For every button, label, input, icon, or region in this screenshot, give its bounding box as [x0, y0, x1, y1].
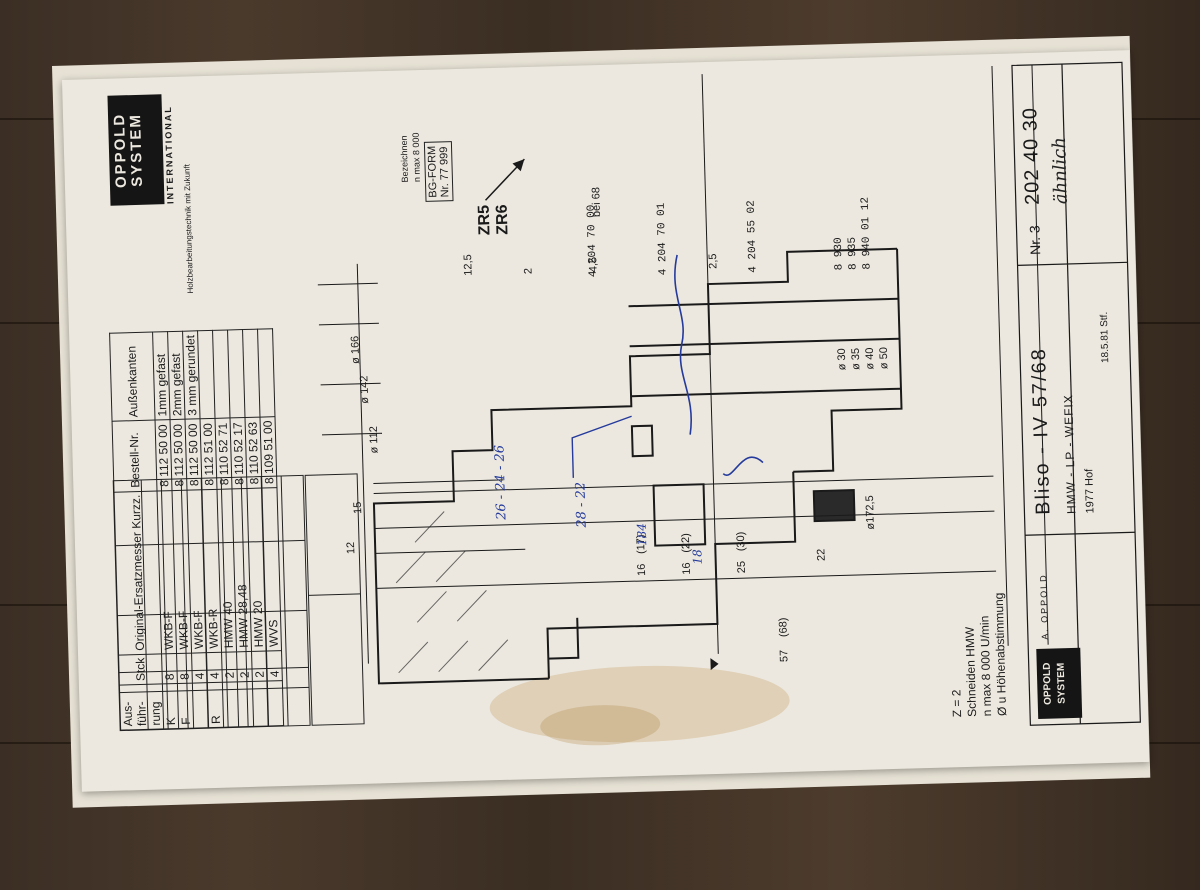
dim-22b: 22 — [815, 548, 828, 562]
dim-d1725: ø172,5 — [863, 495, 877, 530]
title-bliso: Bliso - IV 57/68 — [1027, 346, 1055, 516]
title-date2: 18.5.81 Stf. — [1098, 311, 1112, 364]
dim-d166: ø 166 — [349, 335, 363, 365]
spec-block: Z = 2 Schneiden HMW n max 8 000 U/min Ø … — [949, 592, 1010, 718]
handwriting-4: 184 — [634, 522, 650, 547]
dim-25h: 25 — [735, 560, 749, 574]
bezeichnen-l1: Bezeichnen — [398, 135, 410, 183]
order-number-1: 4 204 70 00 — [585, 204, 600, 278]
dim-v15: 15 — [351, 501, 365, 515]
handwriting-2: 28 - 22 — [573, 481, 590, 528]
dim-30: (30) — [734, 531, 748, 552]
handwriting-1: 26 - 24 - 26 — [492, 444, 510, 521]
dim-57: 57 — [778, 649, 791, 663]
title-date1: 1977 Hof — [1083, 468, 1097, 514]
dim-2: 2 — [522, 267, 535, 275]
dim-68: (68) — [777, 617, 790, 638]
drawing-svg — [112, 61, 1141, 732]
number-code: 202 40 30 — [1019, 106, 1044, 206]
bezeichnen-l2: n max 8 000 — [410, 132, 422, 183]
dim-d112: ø 112 — [367, 425, 381, 454]
small-oppold-name: A. OPPOLD — [1038, 573, 1051, 640]
dim-25: 2,5 — [707, 253, 720, 270]
handwriting-3: 18 — [690, 548, 705, 565]
order-number-3: 4 204 55 02 — [745, 199, 760, 273]
dim-125: 12,5 — [462, 254, 475, 276]
dim-d142: ø 142 — [358, 375, 372, 404]
number-aehnlich: ähnlich — [1048, 136, 1072, 205]
order-number-2: 4 204 70 01 — [655, 202, 670, 276]
number-nr: Nr. 3 — [1026, 225, 1044, 256]
dim-16a: 16 — [635, 563, 649, 577]
dim-v12: 12 — [345, 541, 358, 555]
